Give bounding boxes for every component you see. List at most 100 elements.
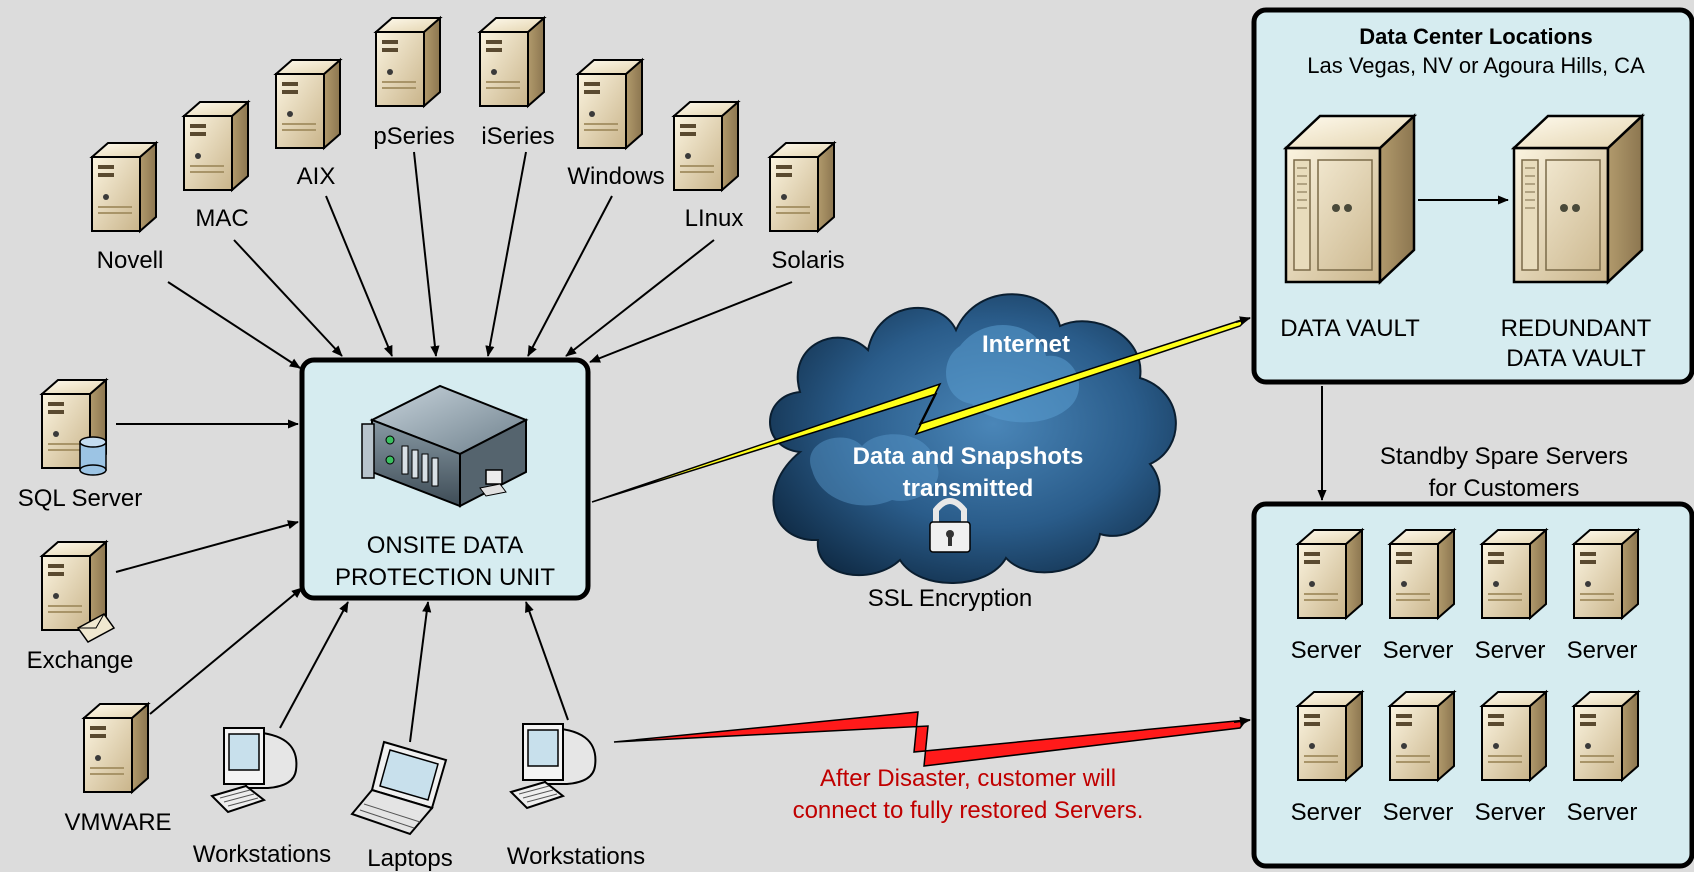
standby-caption-line1: Standby Spare Servers: [1380, 443, 1628, 470]
arrow-workstations-1: [279, 601, 349, 729]
windows-server-icon: [577, 59, 643, 149]
server-label: Server: [1383, 799, 1454, 826]
aix-server-icon: [275, 59, 341, 149]
arrow-novell: [167, 281, 301, 369]
mac-server-icon: [183, 101, 249, 191]
source-mac: MAC: [183, 101, 249, 232]
transfer-label-line2: transmitted: [903, 475, 1034, 502]
standby-server: Server: [1291, 691, 1363, 826]
disaster-note-line1: After Disaster, customer will: [820, 765, 1116, 792]
workstations-1-label: Workstations: [193, 841, 331, 868]
internet-cloud: Internet Data and Snapshots transmitted …: [769, 293, 1177, 612]
linux-server-icon: [673, 101, 739, 191]
arrow-to-standby: [1233, 716, 1251, 726]
workstations-2-label: Workstations: [507, 843, 645, 870]
source-sql-server: SQL Server: [18, 379, 143, 512]
windows-label: Windows: [567, 163, 664, 190]
server-icon: [1389, 529, 1455, 619]
laptops-label: Laptops: [367, 845, 452, 872]
transfer-label-line1: Data and Snapshots: [853, 443, 1084, 470]
linux-label: LInux: [685, 205, 744, 232]
arrow-exchange: [115, 520, 299, 573]
ssl-encryption-label: SSL Encryption: [868, 585, 1033, 612]
appliance-icon: [361, 384, 529, 508]
datacenter-panel: Data Center Locations Las Vegas, NV or A…: [1251, 7, 1694, 385]
exchange-server-icon: [41, 541, 107, 631]
arrow-workstations-2: [525, 601, 569, 721]
source-windows: Windows: [567, 59, 665, 190]
mac-label: MAC: [195, 205, 248, 232]
internet-label: Internet: [982, 331, 1070, 358]
data-transfer-link: [591, 316, 1251, 503]
server-label: Server: [1567, 637, 1638, 664]
standby-server: Server: [1475, 529, 1547, 664]
server-label: Server: [1383, 637, 1454, 664]
redundant-vault-label-line2: DATA VAULT: [1506, 345, 1646, 372]
disaster-recovery-link: After Disaster, customer will connect to…: [613, 711, 1251, 824]
exchange-label: Exchange: [27, 647, 134, 674]
database-icon: [79, 436, 107, 476]
source-iseries: iSeries: [479, 17, 555, 150]
source-linux: LInux: [673, 101, 744, 232]
standby-server: Server: [1567, 529, 1639, 664]
pseries-server-icon: [375, 17, 441, 107]
source-aix: AIX: [275, 59, 341, 190]
standby-server: Server: [1567, 691, 1639, 826]
onsite-unit-label-line2: PROTECTION UNIT: [335, 564, 555, 591]
standby-server: Server: [1291, 529, 1363, 664]
standby-caption-line2: for Customers: [1429, 475, 1580, 502]
standby-server: Server: [1383, 691, 1455, 826]
datacenter-title: Data Center Locations: [1359, 24, 1593, 49]
aix-label: AIX: [297, 163, 336, 190]
cloud-highlight: [946, 324, 1080, 423]
solaris-label: Solaris: [771, 247, 844, 274]
source-arrows: [115, 151, 793, 743]
source-pseries: pSeries: [373, 17, 455, 150]
server-label: Server: [1567, 799, 1638, 826]
pseries-label: pSeries: [373, 123, 454, 150]
sql-server-label: SQL Server: [18, 485, 143, 512]
arrow-pseries: [413, 151, 440, 357]
server-label: Server: [1475, 799, 1546, 826]
standby-server: Server: [1383, 529, 1455, 664]
redundant-vault-label-line1: REDUNDANT: [1501, 315, 1652, 342]
novell-label: Novell: [97, 247, 164, 274]
data-vault-label: DATA VAULT: [1280, 315, 1420, 342]
arrow-iseries: [485, 151, 527, 357]
padlock-icon: [929, 498, 971, 553]
disaster-note-line2: connect to fully restored Servers.: [793, 797, 1144, 824]
server-icon: [1481, 529, 1547, 619]
server-icon: [1297, 691, 1363, 781]
source-laptops: Laptops: [351, 741, 453, 872]
server-icon: [1481, 691, 1547, 781]
iseries-server-icon: [479, 17, 545, 107]
onsite-unit-label-line1: ONSITE DATA: [367, 532, 523, 559]
redundant-vault-icon: [1512, 114, 1644, 284]
vmware-server-icon: [83, 703, 149, 793]
novell-server-icon: [91, 142, 157, 232]
vmware-label: VMWARE: [64, 809, 171, 836]
iseries-label: iSeries: [481, 123, 554, 150]
server-icon: [1389, 691, 1455, 781]
workstation-icon: [211, 727, 298, 813]
source-novell: Novell: [91, 142, 164, 274]
server-icon: [1573, 529, 1639, 619]
datacenter-box: [1251, 7, 1694, 385]
standby-server: Server: [1475, 691, 1547, 826]
arrow-laptops: [409, 601, 432, 743]
cloud-shape: [769, 293, 1177, 584]
server-icon: [1297, 529, 1363, 619]
red-lightning-bolt: [613, 711, 1248, 767]
arrow-solaris: [589, 281, 793, 363]
cloud-highlight-2: [810, 434, 939, 506]
solaris-server-icon: [769, 142, 835, 232]
source-solaris: Solaris: [769, 142, 845, 274]
arrow-linux: [565, 239, 715, 357]
server-icon: [1573, 691, 1639, 781]
arrow-vmware: [149, 587, 303, 715]
source-workstations-1: Workstations: [193, 727, 331, 868]
server-label: Server: [1291, 637, 1362, 664]
